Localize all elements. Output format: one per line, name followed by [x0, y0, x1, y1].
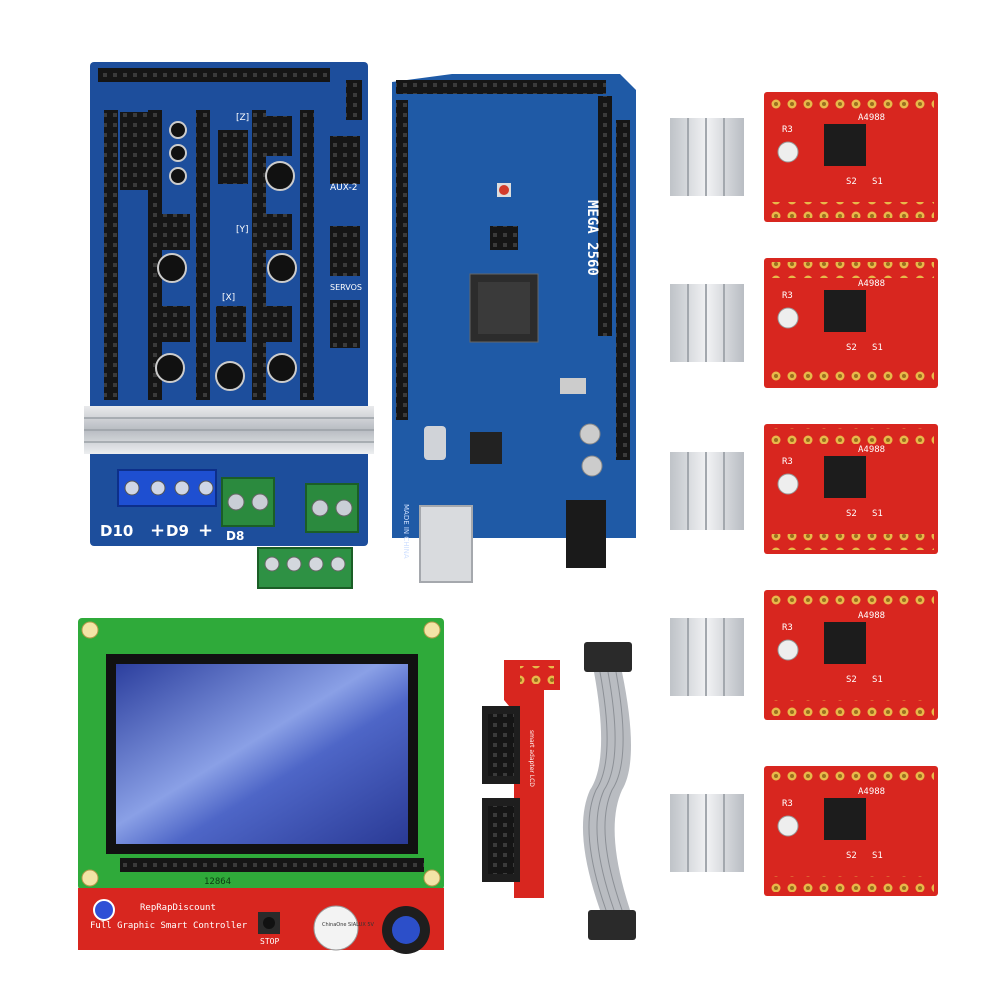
driver-5-chip-label: A4988 [858, 787, 885, 797]
ribbon-connector-bottom [588, 910, 636, 940]
lcd-screen [116, 664, 408, 844]
mega-right-header [616, 120, 630, 460]
label-plus-1: + [150, 520, 165, 541]
ribbon-cable [582, 642, 636, 940]
icsp-header [490, 226, 518, 250]
lcd-controller: 12864 RepRapDiscount Full Graphic Smart … [78, 618, 444, 954]
driver-1: A4988 R3 S2 S1 [764, 92, 938, 222]
driver-4-chip-label: A4988 [858, 611, 885, 621]
label-plus-2: + [198, 520, 213, 541]
svg-text:R3: R3 [782, 799, 793, 809]
adapter-label: smart adapter LCD [528, 730, 535, 787]
svg-text:R3: R3 [782, 125, 793, 135]
driver-4: A4988 R3 S2 S1 [764, 590, 938, 720]
driver-3: A4988 R3 S2 S1 [764, 424, 938, 554]
ribbon-connector-top [584, 642, 632, 672]
heatsink-1 [670, 118, 744, 196]
heatsinks [670, 118, 744, 872]
label-d8: D8 [226, 529, 244, 543]
mega-top-header [396, 80, 606, 94]
heatsink-4 [670, 618, 744, 696]
stop-label: STOP [260, 937, 279, 946]
buzzer-label: ChinaOne SIALUX 5V [322, 922, 375, 928]
crystal [424, 426, 446, 460]
svg-text:R3: R3 [782, 623, 793, 633]
svg-text:S2: S2 [846, 851, 857, 861]
svg-text:S1: S1 [872, 343, 883, 353]
heatsink-3 [670, 452, 744, 530]
heatsink-5 [670, 794, 744, 872]
lcd-brand: RepRapDiscount [140, 903, 216, 913]
dc-jack [566, 500, 606, 568]
svg-text:R3: R3 [782, 457, 793, 467]
svg-text:S2: S2 [846, 675, 857, 685]
mega-left-header [396, 100, 408, 420]
contrast-pot [93, 899, 115, 921]
label-d10: D10 [100, 522, 133, 540]
driver-2: A4988 R3 S2 S1 [764, 258, 938, 388]
svg-text:S2: S2 [846, 509, 857, 519]
buzzer [313, 905, 359, 951]
heatsink-2 [670, 284, 744, 362]
driver-1-chip-label: A4988 [858, 113, 885, 123]
mega-made-label: MADE IN CHINA [402, 504, 410, 559]
driver-3-chip-label: A4988 [858, 445, 885, 455]
driver-5: A4988 R3 S2 S1 [764, 766, 938, 896]
mega-board: MEGA 2560 MADE IN CHINA [392, 74, 636, 583]
label-servos: SERVOS [330, 283, 362, 292]
label-y: [Y] [236, 225, 249, 235]
svg-text:S1: S1 [872, 509, 883, 519]
svg-text:S1: S1 [872, 851, 883, 861]
stepper-sockets [104, 110, 360, 400]
label-aux2: AUX-2 [330, 183, 357, 193]
svg-text:S2: S2 [846, 177, 857, 187]
ramps-board: D10 + D9 + D8 AUX-2 SERVOS [Z] [Y] [X] [84, 62, 374, 589]
stepper-drivers: A4988 R3 S2 S1 A4988 R3 S2 S1 A4988 R3 S… [764, 92, 938, 896]
capacitors [155, 121, 297, 391]
label-d9: D9 [166, 522, 189, 540]
aux1-header [346, 80, 362, 120]
svg-text:S1: S1 [872, 675, 883, 685]
lcd-title: Full Graphic Smart Controller [90, 921, 248, 931]
label-x: [X] [222, 293, 235, 303]
smart-adapter: smart adapter LCD [482, 660, 560, 898]
lcd-part-number: 12864 [204, 877, 231, 887]
svg-text:S2: S2 [846, 343, 857, 353]
ramps-top-header [98, 68, 330, 82]
ribbon [582, 672, 631, 910]
label-z: [Z] [236, 113, 249, 123]
usb-port [419, 505, 473, 583]
driver-2-chip-label: A4988 [858, 279, 885, 289]
svg-text:R3: R3 [782, 291, 793, 301]
mega-model-label: MEGA 2560 [584, 200, 600, 276]
svg-text:S1: S1 [872, 177, 883, 187]
lcd-pin-row [120, 858, 424, 872]
